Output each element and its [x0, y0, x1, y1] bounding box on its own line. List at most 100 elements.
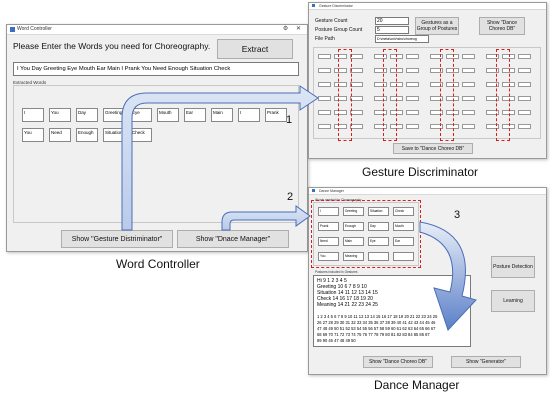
gesture-cell[interactable] [406, 82, 419, 87]
gesture-cell[interactable] [374, 110, 387, 115]
save-to-choreo-db-button[interactable]: Save to "Dance Choreo DB" [393, 143, 473, 154]
gesture-cell[interactable] [462, 96, 475, 101]
gesture-cell[interactable] [374, 54, 387, 59]
gesture-cell[interactable] [518, 82, 531, 87]
gesture-cell[interactable] [462, 68, 475, 73]
dance-word-box[interactable]: Ear [393, 237, 414, 246]
dance-word-box[interactable]: Enough [343, 222, 364, 231]
gesture-cell[interactable] [350, 110, 363, 115]
gesture-cell[interactable] [518, 96, 531, 101]
gesture-cell[interactable] [446, 68, 459, 73]
learning-button[interactable]: Learning [491, 290, 535, 312]
dance-word-box[interactable]: Day [368, 222, 389, 231]
gesture-cell[interactable] [462, 110, 475, 115]
gesture-cell[interactable] [406, 68, 419, 73]
gesture-cell[interactable] [334, 110, 347, 115]
extracted-word-box[interactable]: Enough [76, 128, 98, 142]
gesture-cell[interactable] [462, 54, 475, 59]
gesture-cell[interactable] [430, 110, 443, 115]
dance-word-box[interactable]: Check [393, 207, 414, 216]
file-path-input[interactable]: D:\meta\univ\siru\choreog [375, 35, 429, 43]
dance-word-box[interactable]: Meaning [343, 252, 364, 261]
gesture-cell[interactable] [502, 54, 515, 59]
gesture-cell[interactable] [374, 96, 387, 101]
gesture-cell[interactable] [350, 124, 363, 129]
gesture-cell[interactable] [518, 110, 531, 115]
extracted-word-box[interactable]: Mouth [157, 108, 179, 122]
window-controls-icon[interactable]: ⚙ ✕ [282, 26, 304, 32]
gesture-cell[interactable] [446, 124, 459, 129]
gesture-cell[interactable] [486, 124, 499, 129]
posture-group-count-input[interactable]: 5 [375, 26, 409, 34]
extracted-word-box[interactable]: Situation [103, 128, 125, 142]
gesture-cell[interactable] [502, 68, 515, 73]
extracted-word-box[interactable]: Ear [184, 108, 206, 122]
dance-word-box[interactable] [393, 252, 414, 261]
gesture-cell[interactable] [318, 124, 331, 129]
gesture-cell[interactable] [334, 54, 347, 59]
dm-show-dance-choreo-db-button[interactable]: Show "Dance Choreo DB" [363, 356, 433, 368]
dance-word-box[interactable]: Mouth [393, 222, 414, 231]
gesture-cell[interactable] [502, 110, 515, 115]
gesture-cell[interactable] [486, 110, 499, 115]
gesture-cell[interactable] [374, 82, 387, 87]
dance-word-box[interactable]: Need [318, 237, 339, 246]
gesture-cell[interactable] [430, 68, 443, 73]
extracted-word-box[interactable]: Day [76, 108, 98, 122]
gesture-cell[interactable] [334, 96, 347, 101]
gesture-cell[interactable] [406, 110, 419, 115]
extracted-word-box[interactable]: You [22, 128, 44, 142]
gesture-cell[interactable] [430, 82, 443, 87]
extracted-word-box[interactable]: I [22, 108, 44, 122]
dance-word-box[interactable]: Greeting [343, 207, 364, 216]
gesture-cell[interactable] [518, 54, 531, 59]
extracted-word-box[interactable]: Need [49, 128, 71, 142]
gesture-cell[interactable] [446, 82, 459, 87]
gesture-cell[interactable] [462, 124, 475, 129]
gesture-cell[interactable] [406, 96, 419, 101]
gesture-cell[interactable] [318, 68, 331, 73]
dance-word-box[interactable]: Eye [368, 237, 389, 246]
show-generator-button[interactable]: Show "Generator" [451, 356, 521, 368]
gesture-cell[interactable] [350, 96, 363, 101]
dance-word-box[interactable]: You [318, 252, 339, 261]
extract-button[interactable]: Extract [217, 39, 293, 59]
extracted-word-box[interactable]: You [49, 108, 71, 122]
gesture-cell[interactable] [334, 82, 347, 87]
dance-word-box[interactable]: Situation [368, 207, 389, 216]
gesture-cell[interactable] [350, 68, 363, 73]
gesture-cell[interactable] [502, 96, 515, 101]
show-dance-manager-button[interactable]: Show "Dnace Manager" [177, 230, 289, 248]
gesture-cell[interactable] [446, 96, 459, 101]
gesture-cell[interactable] [486, 68, 499, 73]
gesture-cell[interactable] [374, 68, 387, 73]
posture-detection-button[interactable]: Posture Detection [491, 256, 535, 278]
gesture-cell[interactable] [502, 82, 515, 87]
gesture-cell[interactable] [462, 82, 475, 87]
gesture-cell[interactable] [486, 96, 499, 101]
extracted-word-box[interactable]: Prank [265, 108, 287, 122]
gesture-cell[interactable] [430, 96, 443, 101]
gesture-cell[interactable] [374, 124, 387, 129]
gesture-cell[interactable] [318, 82, 331, 87]
gesture-cell[interactable] [318, 96, 331, 101]
show-gesture-discriminator-button[interactable]: Show "Gesture Distriminator" [61, 230, 173, 248]
gesture-cell[interactable] [502, 124, 515, 129]
gesture-cell[interactable] [334, 124, 347, 129]
extracted-word-box[interactable]: Main [211, 108, 233, 122]
gesture-cell[interactable] [350, 54, 363, 59]
gesture-count-input[interactable]: 20 [375, 17, 409, 25]
extracted-word-box[interactable]: Eye [130, 108, 152, 122]
gesture-cell[interactable] [446, 54, 459, 59]
gesture-cell[interactable] [518, 68, 531, 73]
gesture-cell[interactable] [318, 110, 331, 115]
gesture-cell[interactable] [486, 54, 499, 59]
extracted-word-box[interactable]: I [238, 108, 260, 122]
gestures-group-button[interactable]: Gestures as a Group of Postures [415, 17, 459, 35]
gesture-cell[interactable] [406, 124, 419, 129]
gesture-cell[interactable] [446, 110, 459, 115]
gesture-cell[interactable] [334, 68, 347, 73]
show-dance-choreo-db-button[interactable]: Show "Dance Choreo DB" [479, 17, 525, 35]
gesture-cell[interactable] [430, 54, 443, 59]
